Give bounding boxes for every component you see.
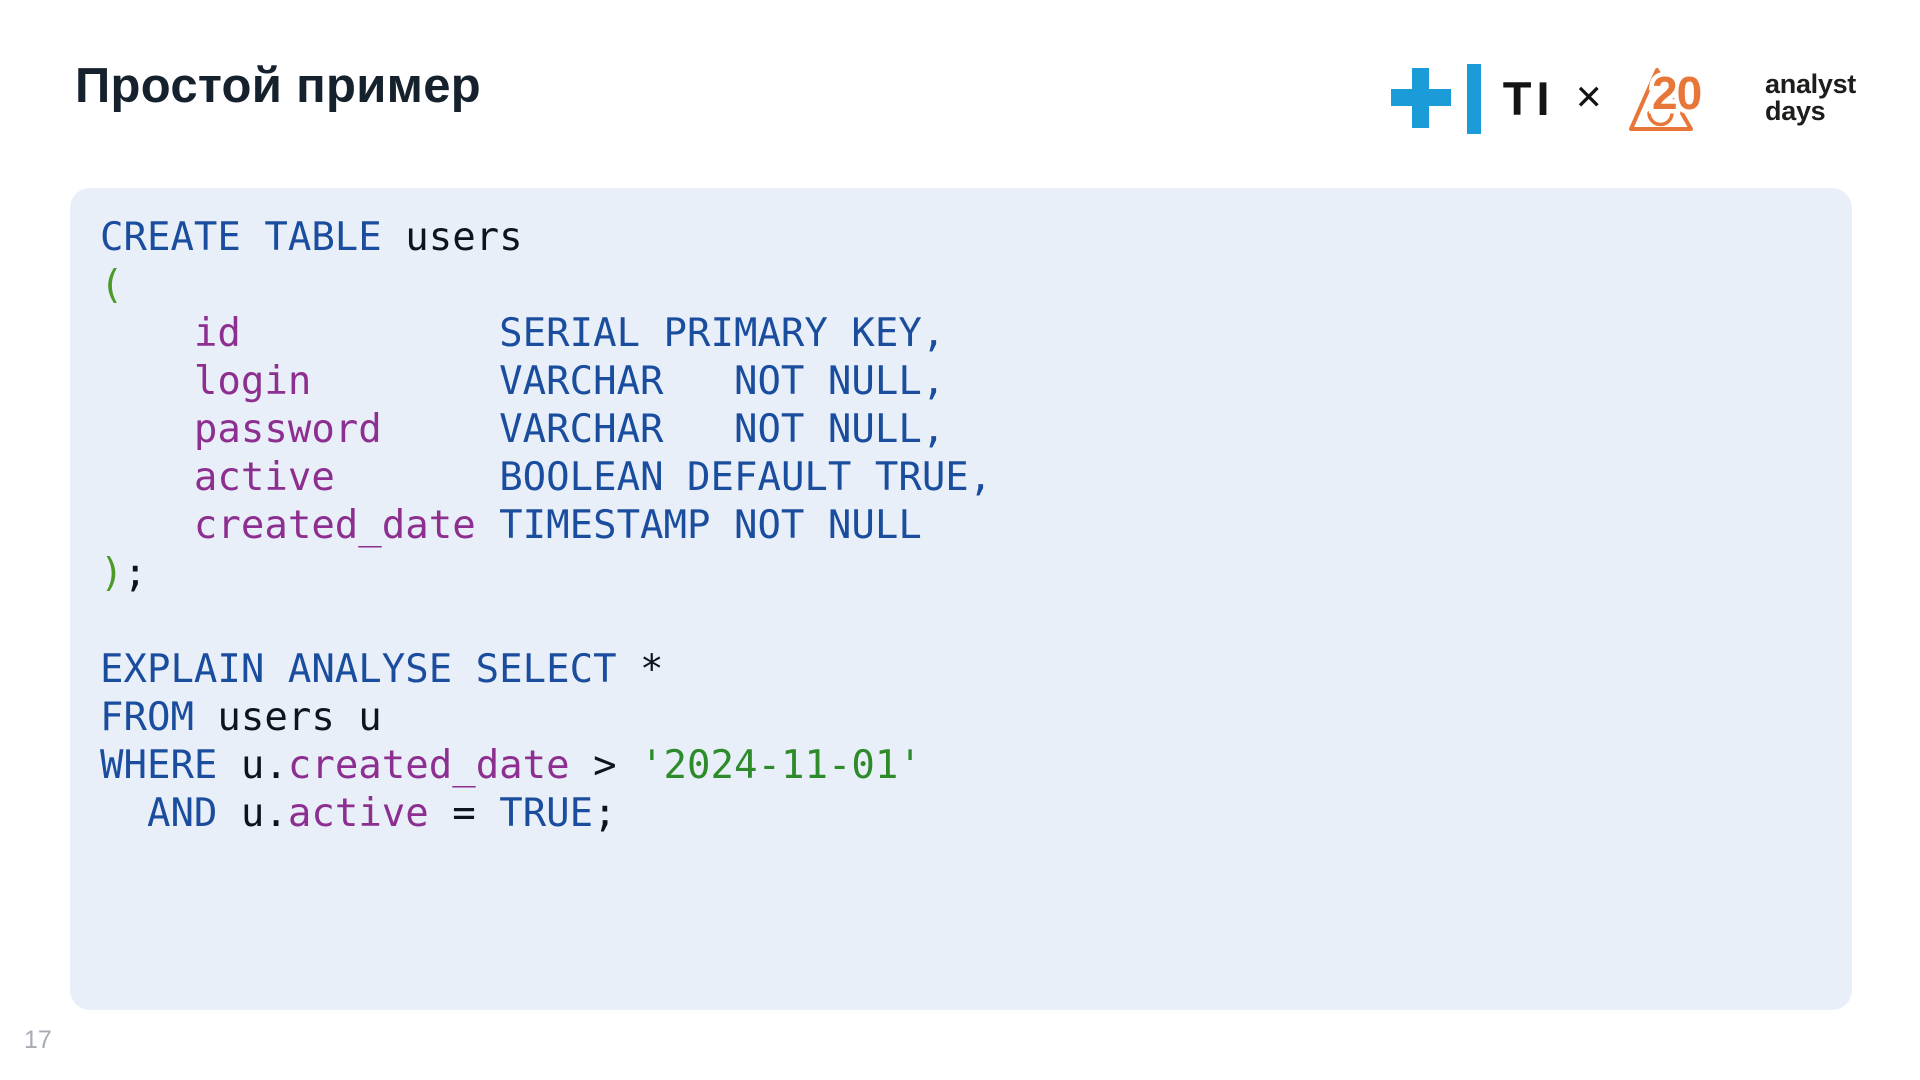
- page-number: 17: [24, 1026, 52, 1054]
- brand-logo: TI ✕ 20 analyst days: [1390, 56, 1856, 140]
- code-token: [100, 359, 194, 404]
- code-token: created_date: [193, 503, 476, 548]
- code-line: (: [100, 262, 1822, 310]
- code-token: TIMESTAMP NOT NULL: [499, 503, 922, 548]
- code-token: active: [287, 791, 429, 836]
- code-token: password: [193, 407, 382, 452]
- code-line: active BOOLEAN DEFAULT TRUE,: [100, 454, 1822, 502]
- analyst-days-triangle-icon: 20: [1623, 58, 1745, 138]
- code-token: SERIAL PRIMARY KEY,: [499, 311, 946, 356]
- code-line: );: [100, 550, 1822, 598]
- code-panel: CREATE TABLE users( id SERIAL PRIMARY KE…: [70, 188, 1852, 1010]
- code-token: [476, 503, 499, 548]
- code-token: VARCHAR NOT NULL,: [499, 359, 946, 404]
- code-line: FROM users u: [100, 694, 1822, 742]
- code-line: password VARCHAR NOT NULL,: [100, 406, 1822, 454]
- code-token: u.: [217, 791, 288, 836]
- code-token: AND: [146, 791, 218, 836]
- code-token: =: [428, 791, 500, 836]
- analyst-days-line1: analyst: [1765, 69, 1856, 99]
- code-token: >: [569, 743, 641, 788]
- code-token: WHERE: [100, 743, 218, 788]
- code-token: *: [616, 647, 664, 692]
- code-token: BOOLEAN DEFAULT TRUE,: [499, 455, 993, 500]
- code-line: AND u.active = TRUE;: [100, 790, 1822, 838]
- code-token: [311, 359, 499, 404]
- code-token: [100, 455, 194, 500]
- code-token: ;: [123, 551, 147, 596]
- code-token: EXPLAIN ANALYSE SELECT: [100, 647, 617, 692]
- code-token: [335, 455, 499, 500]
- code-block: CREATE TABLE users( id SERIAL PRIMARY KE…: [100, 214, 1822, 838]
- t1-wordmark: TI: [1502, 71, 1555, 125]
- code-token: active: [193, 455, 335, 500]
- code-line: id SERIAL PRIMARY KEY,: [100, 310, 1822, 358]
- code-token: [100, 311, 194, 356]
- code-token: TRUE: [499, 791, 594, 836]
- code-token: [100, 503, 194, 548]
- t1-plus-icon: [1390, 60, 1483, 136]
- code-token: '2024-11-01': [640, 743, 922, 788]
- analyst-days-wordmark: analyst days: [1765, 71, 1856, 125]
- code-line: WHERE u.created_date > '2024-11-01': [100, 742, 1822, 790]
- code-token: VARCHAR NOT NULL,: [499, 407, 946, 452]
- code-token: created_date: [287, 743, 570, 788]
- code-token: [100, 407, 194, 452]
- code-token: ;: [593, 791, 617, 836]
- code-token: users u: [193, 695, 382, 740]
- page-title: Простой пример: [75, 59, 481, 113]
- code-token: u.: [217, 743, 288, 788]
- code-token: CREATE TABLE: [100, 215, 382, 260]
- code-token: [241, 311, 499, 356]
- collab-x-icon: ✕: [1574, 79, 1604, 117]
- anniversary-number: 20: [1652, 67, 1701, 119]
- analyst-days-line2: days: [1765, 96, 1826, 126]
- code-line: login VARCHAR NOT NULL,: [100, 358, 1822, 406]
- code-token: [382, 407, 499, 452]
- code-line: CREATE TABLE users: [100, 214, 1822, 262]
- code-token: [100, 791, 147, 836]
- code-token: id: [193, 311, 241, 356]
- code-token: (: [100, 263, 124, 308]
- code-token: ): [100, 551, 124, 596]
- code-token: login: [193, 359, 312, 404]
- code-token: users: [381, 215, 523, 260]
- code-line: created_date TIMESTAMP NOT NULL: [100, 502, 1822, 550]
- code-line: EXPLAIN ANALYSE SELECT *: [100, 646, 1822, 694]
- code-token: FROM: [100, 695, 194, 740]
- code-line: [100, 598, 1822, 646]
